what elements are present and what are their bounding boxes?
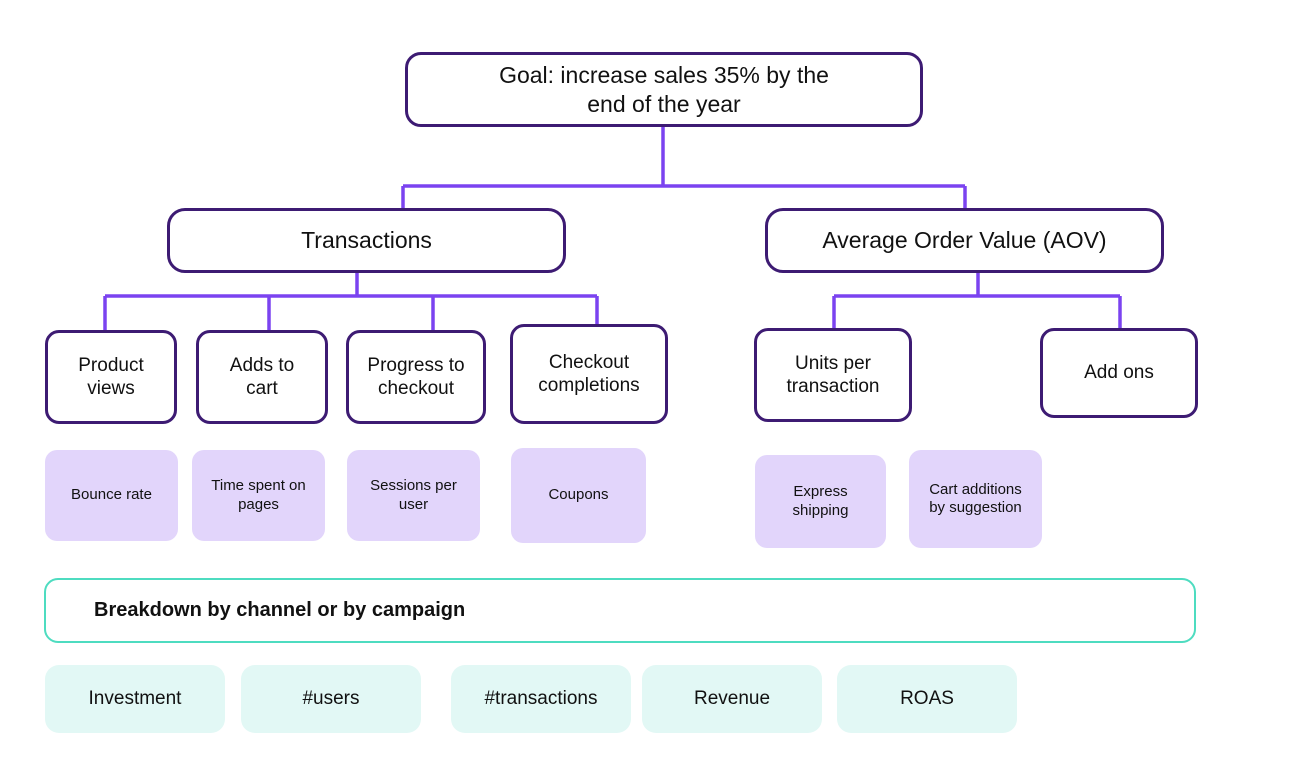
breakdown-metric-revenue-label: Revenue: [693, 688, 771, 710]
node-units-per-transaction-line1: Units per: [794, 352, 871, 374]
metric-cart-additions-by-suggestion[interactable]: Cart additions by suggestion: [909, 450, 1042, 548]
metric-sessions-per-user[interactable]: Sessions per user: [347, 450, 480, 541]
breakdown-metric-transactions[interactable]: #transactions: [451, 665, 631, 733]
breakdown-bar[interactable]: Breakdown by channel or by campaign: [44, 578, 1196, 643]
goal-box[interactable]: Goal: increase sales 35% by the end of t…: [405, 52, 923, 127]
breakdown-metric-investment[interactable]: Investment: [45, 665, 225, 733]
metric-sessions-per-user-line2: user: [398, 495, 429, 513]
node-product-views-line2: views: [87, 378, 135, 399]
goal-label-line1: Goal: increase sales 35% by the: [499, 62, 829, 89]
node-checkout-completions-line1: Checkout: [548, 351, 630, 373]
node-product-views[interactable]: Product views: [45, 330, 177, 424]
node-add-ons[interactable]: Add ons: [1040, 328, 1198, 418]
metric-bounce-rate-line1: Bounce rate: [71, 486, 152, 504]
metric-cart-additions-by-suggestion-line1: Cart additions: [929, 480, 1022, 498]
node-product-views-line1: Product: [78, 354, 144, 376]
metric-time-spent-on-pages-line1: Time spent on: [211, 477, 306, 495]
breakdown-metric-roas[interactable]: ROAS: [837, 665, 1017, 733]
node-adds-to-cart-line1: Adds to: [229, 354, 295, 376]
metric-express-shipping[interactable]: Express shipping: [755, 455, 886, 548]
metric-time-spent-on-pages-line2: pages: [238, 495, 279, 513]
metric-bounce-rate[interactable]: Bounce rate: [45, 450, 178, 541]
breakdown-metric-transactions-label: #transactions: [484, 688, 598, 710]
node-transactions-label: Transactions: [301, 227, 432, 254]
metric-express-shipping-line1: Express: [793, 483, 848, 501]
metric-cart-additions-by-suggestion-line2: by suggestion: [929, 499, 1022, 516]
breakdown-metric-users-label: #users: [302, 688, 360, 710]
breakdown-metric-roas-label: ROAS: [900, 688, 954, 710]
node-average-order-value[interactable]: Average Order Value (AOV): [765, 208, 1164, 273]
metric-express-shipping-line2: shipping: [792, 501, 849, 519]
node-progress-to-checkout-line1: Progress to: [367, 354, 465, 376]
breakdown-metric-users[interactable]: #users: [241, 665, 421, 733]
metric-coupons[interactable]: Coupons: [511, 448, 646, 543]
node-adds-to-cart-line2: cart: [246, 378, 278, 399]
breakdown-metric-revenue[interactable]: Revenue: [642, 665, 822, 733]
node-progress-to-checkout[interactable]: Progress to checkout: [346, 330, 486, 424]
metric-time-spent-on-pages[interactable]: Time spent on pages: [192, 450, 325, 541]
node-checkout-completions[interactable]: Checkout completions: [510, 324, 668, 424]
node-units-per-transaction[interactable]: Units per transaction: [754, 328, 912, 422]
breakdown-bar-label: Breakdown by channel or by campaign: [94, 599, 466, 622]
breakdown-metric-investment-label: Investment: [88, 688, 182, 710]
node-checkout-completions-line2: completions: [538, 375, 640, 396]
node-add-ons-line1: Add ons: [1084, 362, 1154, 384]
node-transactions[interactable]: Transactions: [167, 208, 566, 273]
node-adds-to-cart[interactable]: Adds to cart: [196, 330, 328, 424]
node-units-per-transaction-line2: transaction: [786, 376, 880, 397]
metric-sessions-per-user-line1: Sessions per: [370, 477, 457, 495]
node-average-order-value-label: Average Order Value (AOV): [822, 227, 1107, 254]
goal-label-line2: end of the year: [587, 90, 741, 117]
node-progress-to-checkout-line2: checkout: [377, 378, 455, 399]
metric-coupons-line1: Coupons: [548, 486, 609, 504]
